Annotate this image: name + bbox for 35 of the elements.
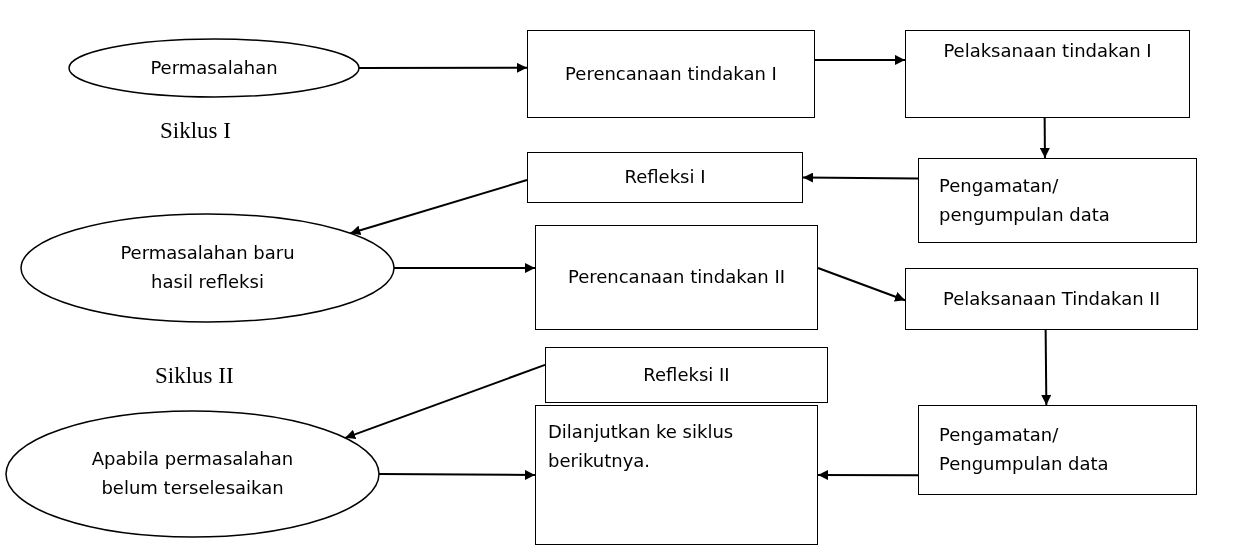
cycle-label: Siklus I [160, 118, 231, 144]
arrow [817, 267, 906, 302]
arrow [344, 363, 546, 440]
arrow [1041, 329, 1052, 406]
node-text: Perencanaan tindakan II [567, 265, 786, 290]
process-box [545, 347, 828, 403]
node-text: Pelaksanaan tindakan I [943, 39, 1152, 63]
arrow [817, 470, 919, 480]
arrow [814, 54, 906, 65]
process-box [918, 405, 1197, 495]
ellipse-node [20, 213, 395, 323]
ellipse-node [68, 38, 360, 98]
process-box [918, 158, 1197, 243]
node-text: Permasalahan baru hasil refleksi [119, 241, 296, 294]
process-box [527, 30, 815, 118]
node-text: Pelaksanaan Tindakan II [943, 286, 1160, 311]
node-text: Permasalahan [150, 55, 278, 80]
ellipse-node [5, 410, 380, 538]
node-text: Dilanjutkan ke siklus berikutnya. [548, 420, 735, 473]
arrow [802, 172, 919, 183]
arrow [1039, 117, 1050, 159]
node-text: Pengamatan/ Pengumpulan data [939, 423, 1110, 476]
process-box [905, 30, 1190, 118]
arrow [349, 179, 528, 236]
node-text: Pengamatan/ pengumpulan data [939, 173, 1111, 227]
node-text: Refleksi I [624, 165, 706, 190]
node-text: Perencanaan tindakan I [565, 61, 777, 86]
process-box [535, 225, 818, 330]
cycle-label: Siklus II [155, 363, 234, 389]
process-box [535, 405, 818, 545]
node-text: Apabila permasalahan belum terselesaikan [90, 447, 295, 500]
process-box [905, 268, 1198, 330]
arrow [358, 62, 528, 73]
process-box [527, 152, 803, 203]
node-text: Refleksi II [643, 362, 730, 387]
